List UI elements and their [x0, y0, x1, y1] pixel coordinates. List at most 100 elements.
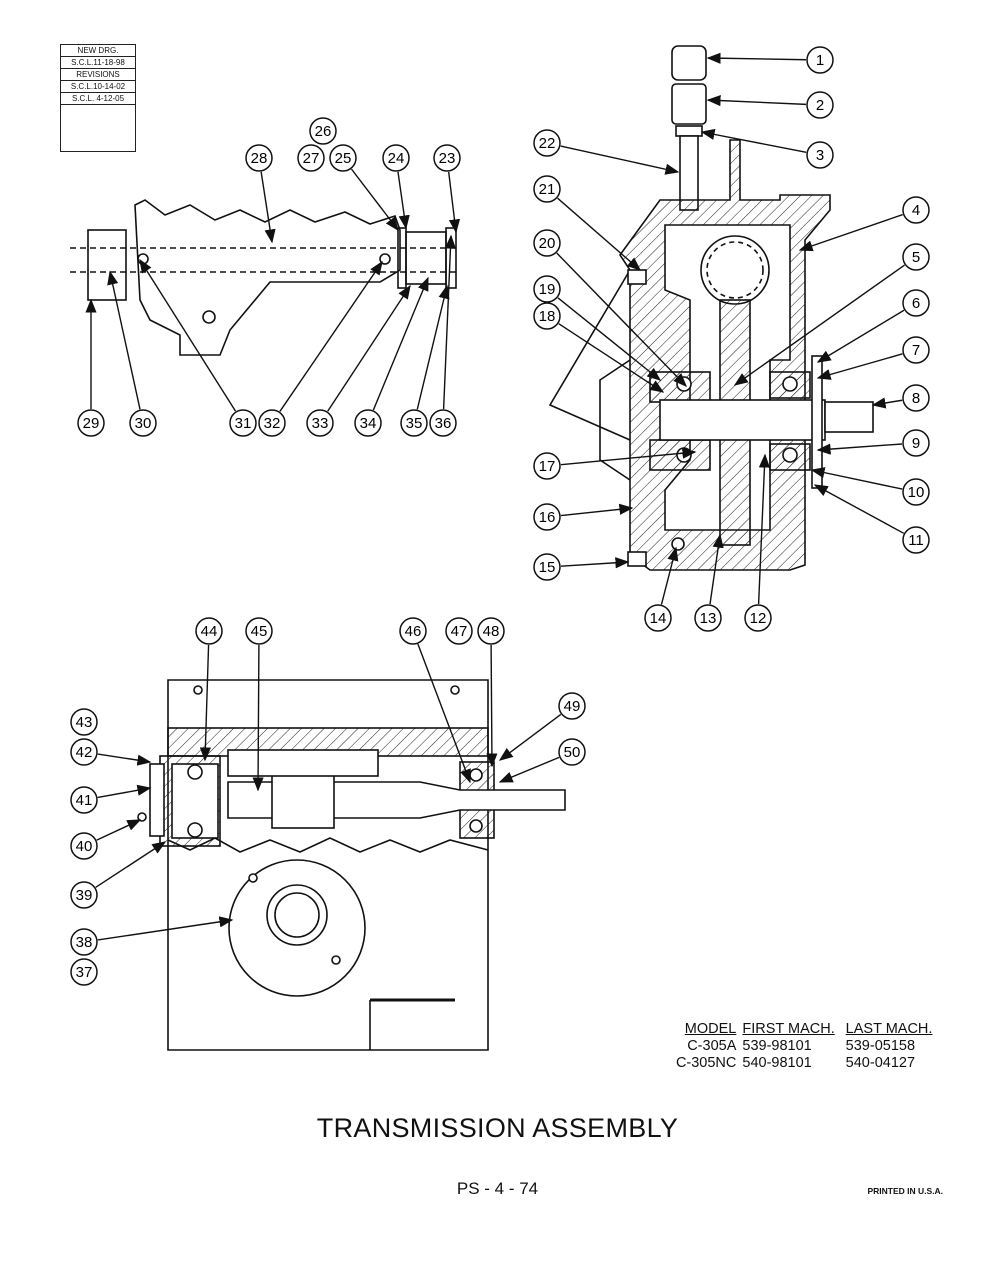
callout-circle	[533, 229, 561, 257]
printed-note: PRINTED IN U.S.A.	[867, 1186, 943, 1196]
callout-37: 37	[70, 958, 98, 986]
leader-line	[498, 713, 562, 761]
callout-number: 23	[439, 150, 456, 167]
callout-1: 1	[706, 46, 834, 74]
callout-circle	[806, 91, 834, 119]
callout-circle	[533, 503, 561, 531]
callout-50: 50	[498, 738, 586, 783]
callout-circle	[400, 409, 428, 437]
callout-30: 30	[107, 270, 157, 437]
leader-line	[97, 916, 234, 941]
page-number: PS - 4 - 74	[456, 1179, 539, 1198]
callout-number: 34	[360, 415, 377, 432]
callout-circle	[644, 604, 672, 632]
callout-number: 18	[539, 308, 556, 325]
callout-number: 26	[315, 123, 332, 140]
callout-number: 36	[435, 415, 452, 432]
model-table: MODEL FIRST MACH. LAST MACH. C-305A 539-…	[645, 1021, 945, 1072]
callout-circle	[902, 384, 930, 412]
leader-line	[279, 260, 383, 412]
callout-number: 15	[539, 559, 556, 576]
leader-line	[416, 284, 450, 410]
leader-line	[557, 297, 662, 381]
leader-line	[199, 644, 211, 762]
callout-circle	[902, 196, 930, 224]
callout-number: 14	[650, 610, 667, 627]
callout-number: 50	[564, 744, 581, 761]
callout-circle	[744, 604, 772, 632]
table-row: C-305A 539-98101 539-05158	[645, 1038, 945, 1055]
callout-number: 41	[76, 792, 93, 809]
leader-line	[252, 644, 264, 792]
callout-2: 2	[706, 91, 834, 119]
first-mach-cell: 539-98101	[742, 1038, 812, 1054]
callout-32: 32	[258, 260, 383, 437]
leader-line	[660, 546, 679, 605]
callout-number: 49	[564, 698, 581, 715]
callout-number: 31	[235, 415, 252, 432]
leader-line	[709, 533, 724, 605]
callout-9: 9	[816, 429, 930, 457]
first-mach-cell: 540-98101	[742, 1055, 812, 1071]
callout-18: 18	[533, 302, 665, 393]
leader-line	[350, 168, 399, 232]
callout-number: 24	[388, 150, 405, 167]
callout-circle	[902, 526, 930, 554]
callout-circle	[195, 617, 223, 645]
callout-circle	[902, 336, 930, 364]
callout-circle	[902, 478, 930, 506]
callout-number: 43	[76, 714, 93, 731]
callout-circle	[77, 409, 105, 437]
callout-number: 44	[201, 623, 218, 640]
callout-number: 46	[405, 623, 422, 640]
callout-29: 29	[77, 298, 105, 437]
callout-circle	[902, 243, 930, 271]
callout-circle	[399, 617, 427, 645]
bottom-view	[137, 679, 566, 1051]
callout-circle	[558, 738, 586, 766]
callout-47: 47	[445, 617, 473, 645]
callout-38: 38	[70, 916, 234, 956]
callout-circle	[533, 553, 561, 581]
last-mach-cell: 540-04127	[845, 1055, 916, 1071]
callout-40: 40	[70, 819, 142, 860]
callout-number: 35	[406, 415, 423, 432]
leader-line	[556, 252, 687, 388]
callout-26: 26	[309, 117, 337, 145]
callout-number: 16	[539, 509, 556, 526]
leader-line	[816, 309, 905, 363]
callout-circle	[70, 738, 98, 766]
leader-line	[798, 213, 903, 252]
callout-circle	[70, 881, 98, 909]
leader-line	[372, 276, 429, 411]
callout-20: 20	[533, 229, 687, 388]
callout-number: 1	[816, 52, 824, 69]
callout-8: 8	[871, 384, 930, 412]
callout-28: 28	[245, 144, 276, 244]
model-cell: C-305NC	[675, 1055, 737, 1071]
callout-circle	[70, 958, 98, 986]
callout-number: 20	[539, 235, 556, 252]
callout-36: 36	[429, 234, 457, 437]
callout-number: 38	[76, 934, 93, 951]
leader-line	[107, 270, 141, 410]
callout-circle	[477, 617, 505, 645]
callout-circle	[806, 46, 834, 74]
callout-number: 29	[83, 415, 100, 432]
callout-number: 6	[912, 295, 920, 312]
callout-number: 33	[312, 415, 329, 432]
callout-circle	[70, 832, 98, 860]
callout-circle	[354, 409, 382, 437]
leader-line	[557, 197, 642, 271]
leader-line	[97, 753, 152, 766]
callout-number: 25	[335, 150, 352, 167]
callout-15: 15	[533, 553, 630, 581]
leader-line	[706, 52, 807, 64]
callout-group: 1234567891011121314151617181920212223242…	[70, 46, 930, 986]
callout-23: 23	[433, 144, 461, 234]
callout-number: 13	[700, 610, 717, 627]
leader-line	[560, 503, 634, 517]
leader-line	[442, 234, 457, 410]
callout-circle	[245, 144, 273, 172]
callout-circle	[309, 117, 337, 145]
